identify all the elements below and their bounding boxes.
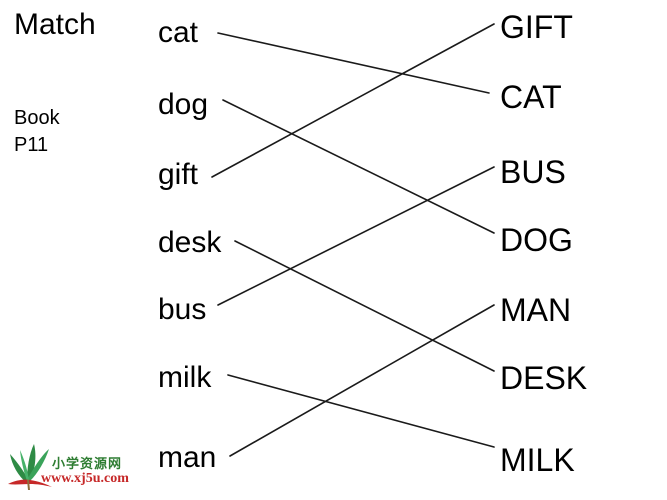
book-reference: Book P11 <box>14 105 60 159</box>
left-word-cat[interactable]: cat <box>158 16 199 49</box>
book-label: Book <box>14 107 60 129</box>
right-word-GIFT[interactable]: GIFT <box>500 9 573 45</box>
right-word-BUS[interactable]: BUS <box>500 154 566 190</box>
right-word-MILK[interactable]: MILK <box>500 442 575 478</box>
left-word-milk[interactable]: milk <box>158 361 212 394</box>
site-watermark: 小学资源网 www.xj5u.com <box>4 440 144 496</box>
connector-man-to-MAN[interactable] <box>229 304 495 457</box>
connector-bus-to-BUS[interactable] <box>217 166 495 306</box>
connector-milk-to-MILK[interactable] <box>227 374 495 448</box>
left-word-bus[interactable]: bus <box>158 293 207 326</box>
page-number-label: P11 <box>14 134 49 156</box>
connector-dog-to-DOG[interactable] <box>222 99 495 234</box>
watermark-url: www.xj5u.com <box>41 471 129 486</box>
right-word-DOG[interactable]: DOG <box>500 222 573 258</box>
right-word-CAT[interactable]: CAT <box>500 79 562 115</box>
left-word-dog[interactable]: dog <box>158 88 209 121</box>
left-word-man[interactable]: man <box>158 441 217 474</box>
right-word-MAN[interactable]: MAN <box>500 292 572 328</box>
connector-cat-to-CAT[interactable] <box>217 32 490 94</box>
page-title: Match <box>14 8 96 41</box>
leaves-logo-icon <box>8 444 52 490</box>
right-word-DESK[interactable]: DESK <box>500 360 588 396</box>
connector-gift-to-GIFT[interactable] <box>211 23 495 178</box>
left-word-desk[interactable]: desk <box>158 226 222 259</box>
watermark-site-name: 小学资源网 <box>52 457 123 472</box>
left-word-gift[interactable]: gift <box>158 158 199 191</box>
connector-desk-to-DESK[interactable] <box>234 240 495 372</box>
